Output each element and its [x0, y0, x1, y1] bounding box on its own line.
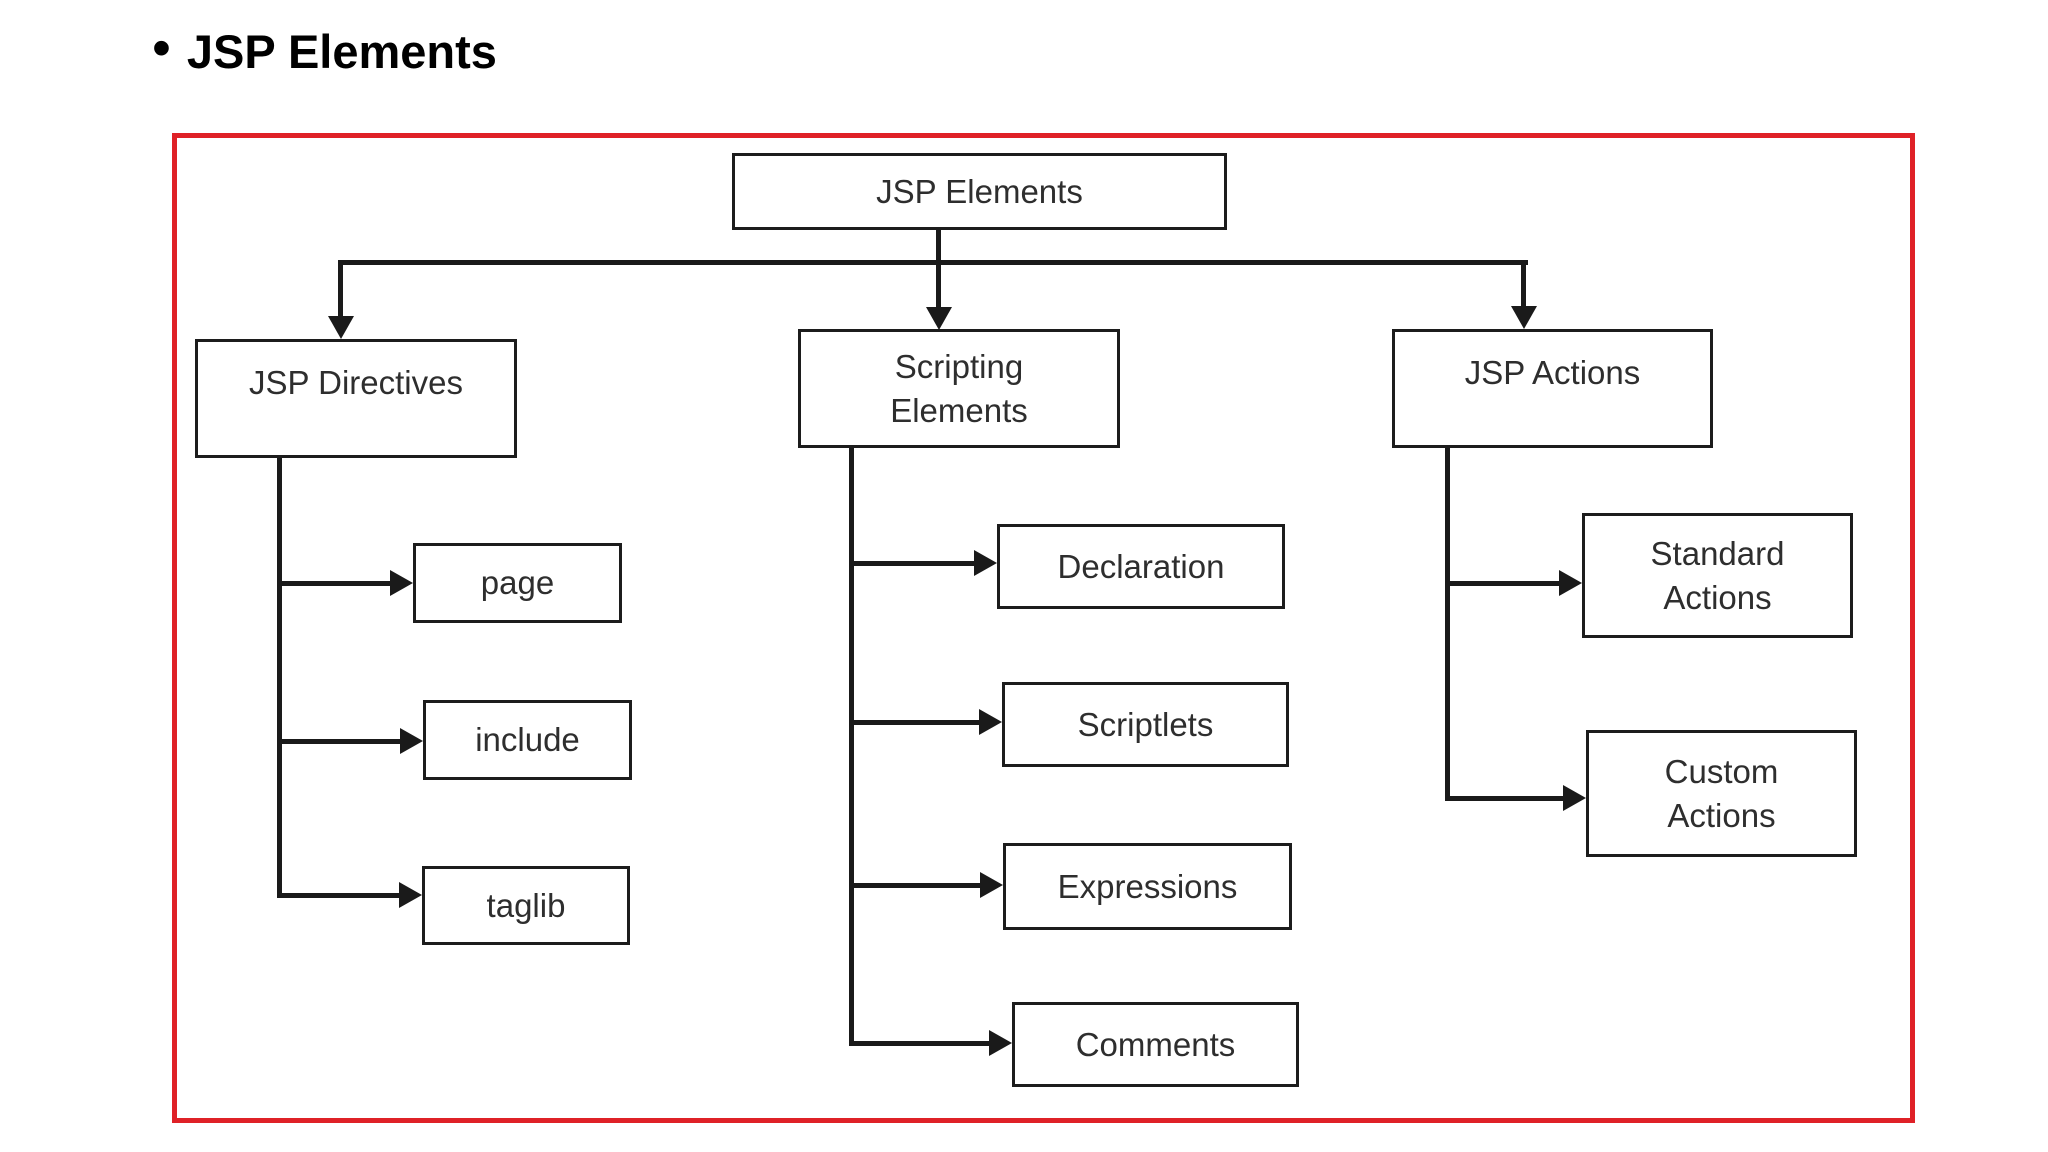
node-jsp-directives: JSP Directives [195, 339, 517, 458]
arrow-right-icon [980, 872, 1003, 898]
arrow-right-icon [1563, 785, 1586, 811]
arrow-right-icon [974, 550, 997, 576]
page-title: • JSP Elements [152, 18, 497, 80]
connector-branch-custom-actions [1445, 796, 1564, 801]
arrow-right-icon [400, 728, 423, 754]
arrow-right-icon [390, 570, 413, 596]
arrow-down-icon [1511, 306, 1537, 329]
node-page: page [413, 543, 622, 623]
connector-directives-trunk [277, 455, 282, 898]
node-jsp-actions: JSP Actions [1392, 329, 1713, 448]
arrow-down-icon [926, 307, 952, 330]
connector-drop-directives [338, 260, 343, 318]
connector-branch-scriptlets [849, 720, 980, 725]
diagram-frame [172, 133, 1915, 1123]
connector-branch-comments [849, 1041, 990, 1046]
connector-actions-trunk [1445, 445, 1450, 801]
node-jsp-elements-root: JSP Elements [732, 153, 1227, 230]
connector-scripting-trunk [849, 445, 854, 1046]
node-include: include [423, 700, 632, 780]
connector-root-stem [936, 229, 941, 311]
node-custom-actions: Custom Actions [1586, 730, 1857, 857]
page-title-text: JSP Elements [186, 25, 497, 78]
arrow-right-icon [1559, 570, 1582, 596]
node-scriptlets: Scriptlets [1002, 682, 1289, 767]
node-comments: Comments [1012, 1002, 1299, 1087]
connector-branch-standard-actions [1445, 581, 1560, 586]
connector-distribution-line [338, 260, 1528, 265]
node-expressions: Expressions [1003, 843, 1292, 930]
node-declaration: Declaration [997, 524, 1285, 609]
node-taglib: taglib [422, 866, 630, 945]
arrow-right-icon [399, 882, 422, 908]
arrow-right-icon [979, 709, 1002, 735]
connector-drop-actions [1521, 260, 1526, 308]
connector-branch-include [277, 739, 401, 744]
arrow-down-icon [328, 316, 354, 339]
connector-branch-taglib [277, 893, 400, 898]
arrow-right-icon [989, 1030, 1012, 1056]
node-scripting-elements: Scripting Elements [798, 329, 1120, 448]
connector-branch-declaration [849, 561, 975, 566]
node-standard-actions: Standard Actions [1582, 513, 1853, 638]
connector-branch-expressions [849, 883, 981, 888]
bullet-icon: • [152, 18, 171, 79]
connector-branch-page [277, 581, 391, 586]
